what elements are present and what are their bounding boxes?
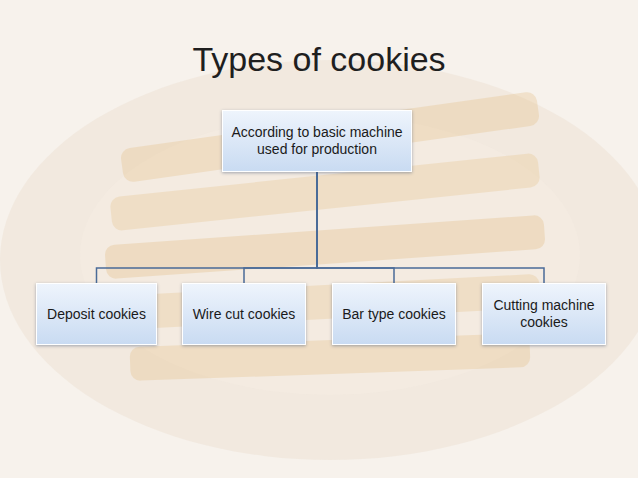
box-label: Bar type cookies xyxy=(342,306,446,323)
box-label: Cutting machine cookies xyxy=(489,297,599,331)
category-box: Cutting machine cookies xyxy=(482,283,606,345)
tree-connector xyxy=(244,172,317,283)
plate xyxy=(0,60,638,460)
category-box: Wire cut cookies xyxy=(182,283,306,345)
tree-connector xyxy=(317,172,544,283)
slide-title: Types of cookies xyxy=(0,40,638,79)
tree-connector xyxy=(97,172,318,283)
cookie-bars xyxy=(104,91,545,381)
box-label: According to basic machine used for prod… xyxy=(229,124,405,158)
root-box: According to basic machine used for prod… xyxy=(222,110,412,172)
category-box: Deposit cookies xyxy=(36,283,157,345)
tree-connector xyxy=(317,172,394,283)
category-box: Bar type cookies xyxy=(332,283,456,345)
box-label: Deposit cookies xyxy=(47,306,146,323)
box-label: Wire cut cookies xyxy=(193,306,296,323)
